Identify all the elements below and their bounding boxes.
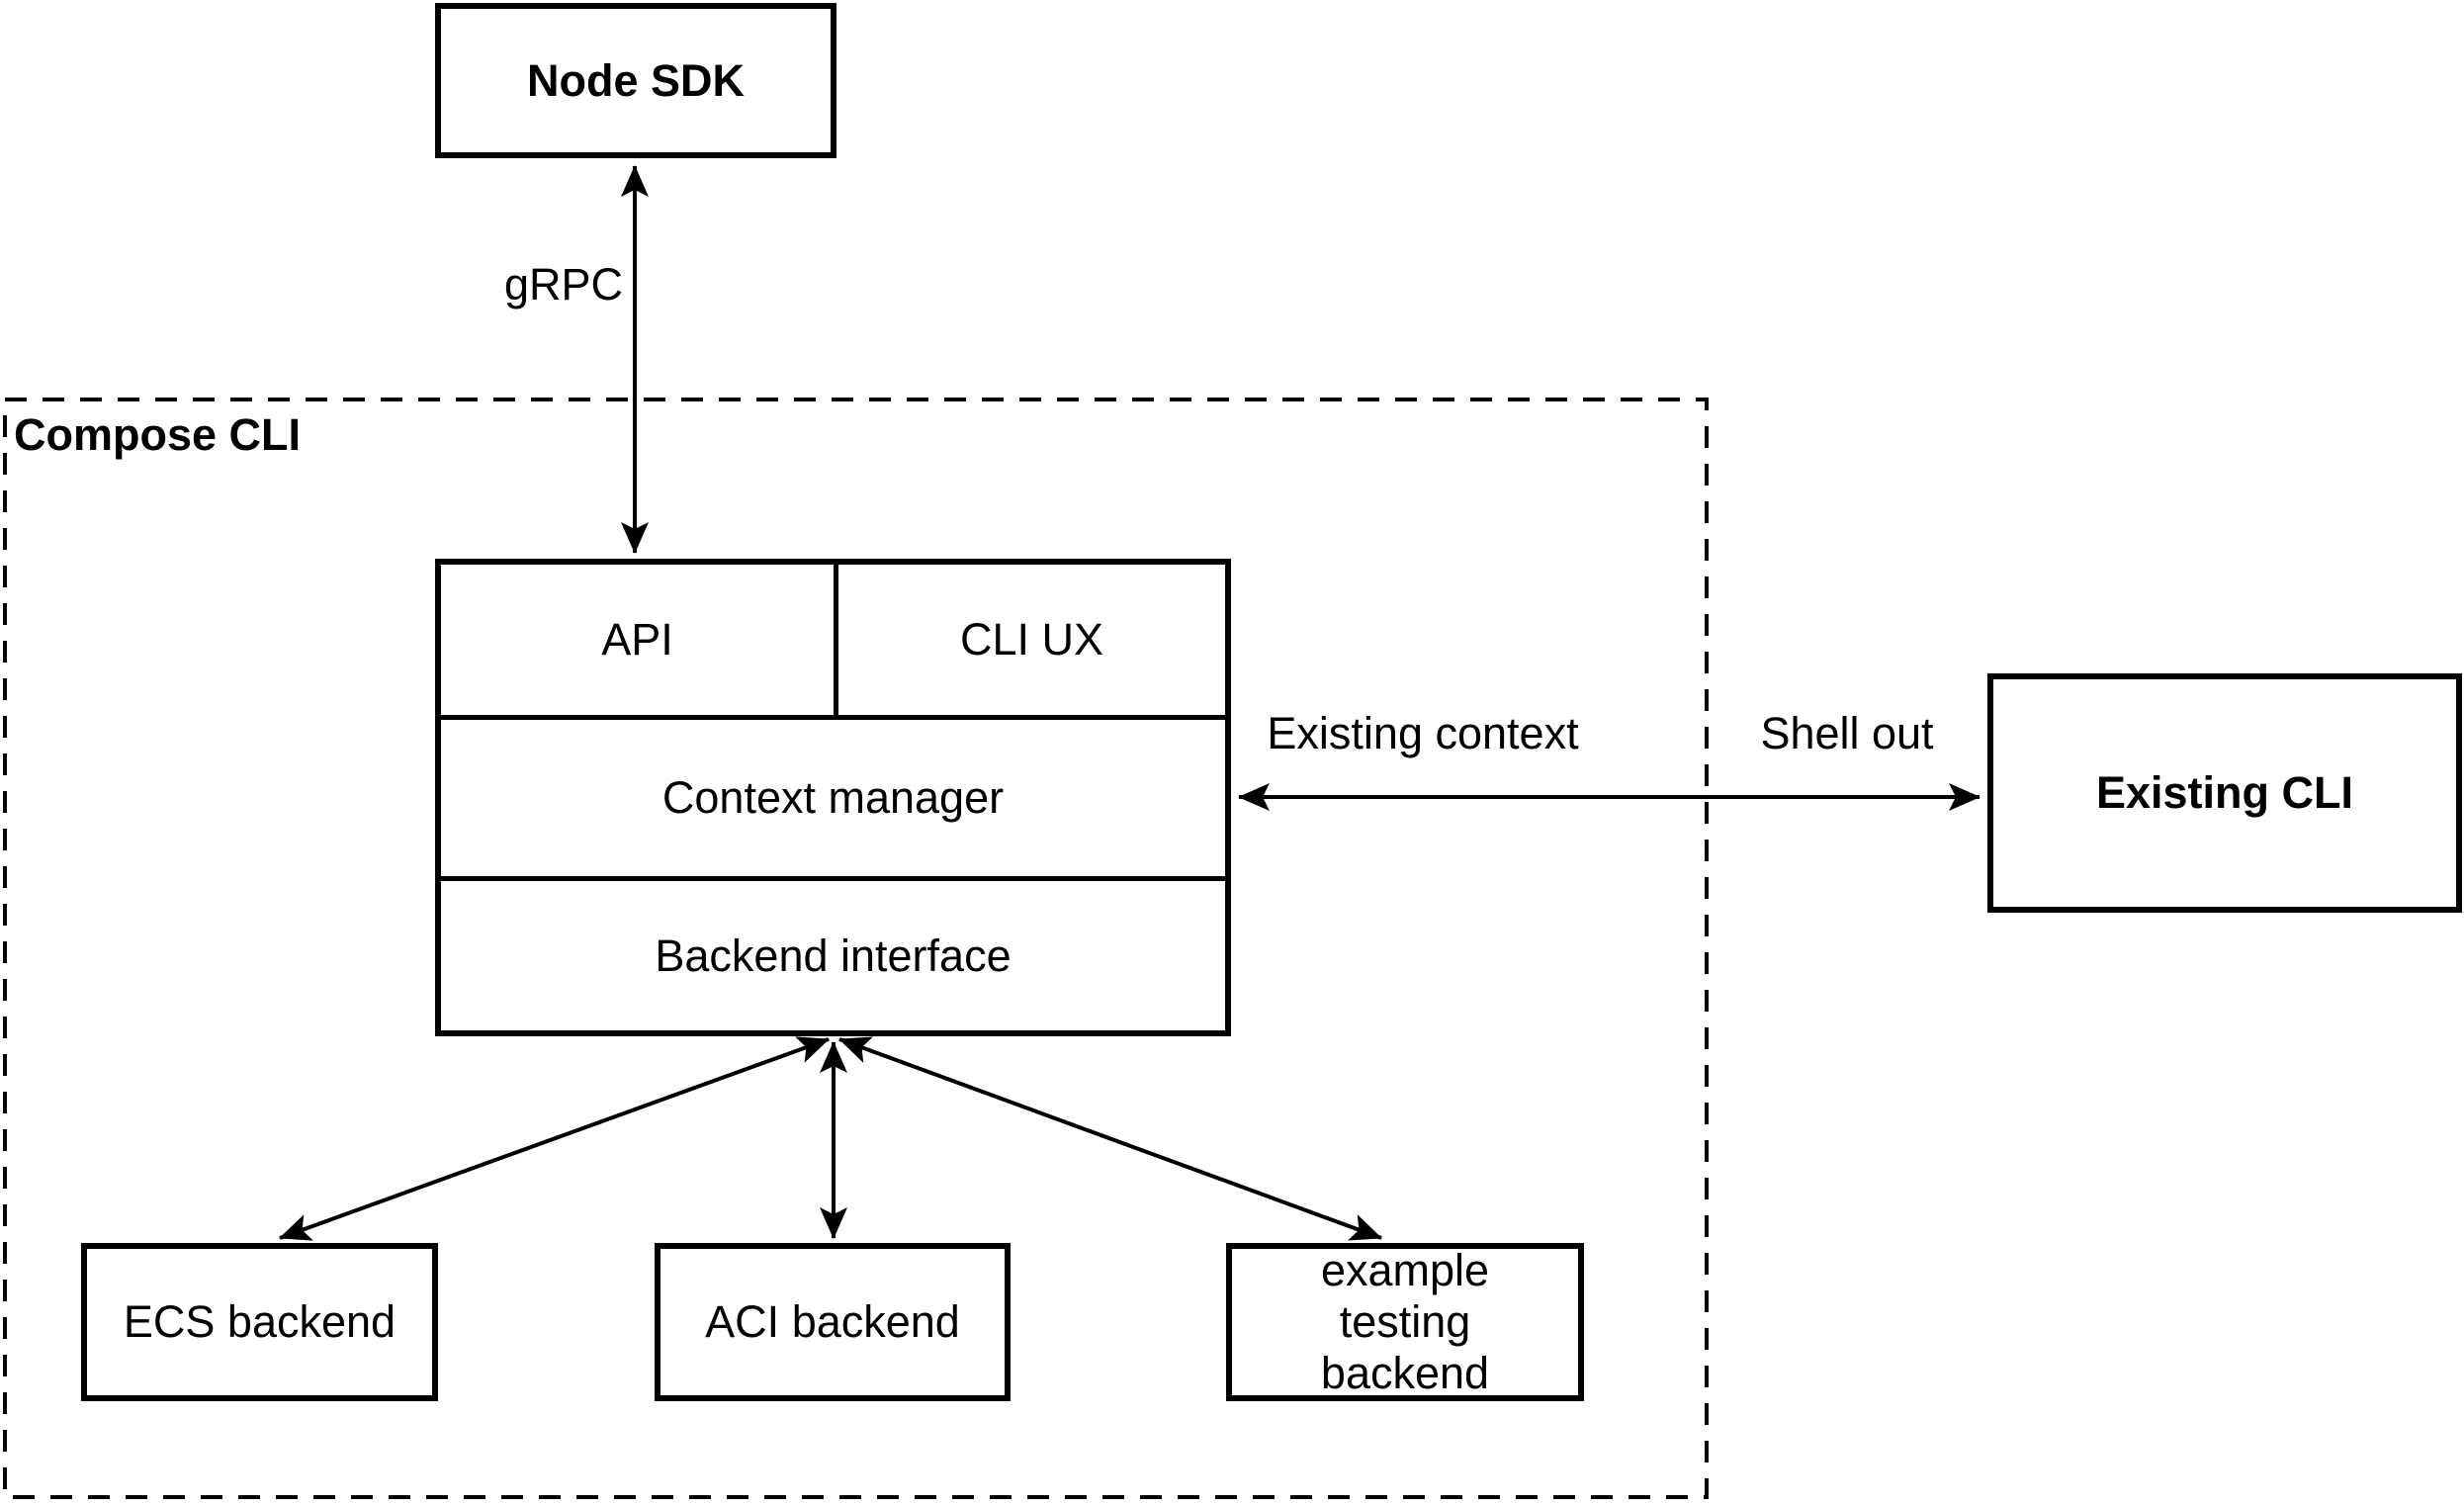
ecs-backend-box: ECS backend [81, 1243, 438, 1401]
stack-top-row: API CLI UX [441, 565, 1225, 715]
example-testing-backend-box: example testing backend [1226, 1243, 1584, 1401]
api-box: API [441, 565, 838, 715]
backend-interface-box: Backend interface [441, 876, 1225, 1030]
cli-ux-label: CLI UX [959, 614, 1104, 665]
example-backend-arrow [838, 1036, 1382, 1241]
aci-backend-label: ACI backend [705, 1296, 960, 1348]
compose-cli-label: Compose CLI [14, 409, 302, 460]
backend-interface-label: Backend interface [655, 930, 1012, 981]
existing-cli-label: Existing CLI [2095, 767, 2354, 819]
context-manager-label: Context manager [661, 772, 1005, 823]
aci-backend-box: ACI backend [655, 1243, 1011, 1401]
compose-cli-boundary [3, 398, 1709, 1499]
ecs-backend-label: ECS backend [123, 1296, 396, 1348]
grpc-edge-label: gRPC [503, 259, 623, 310]
context-manager-box: Context manager [441, 715, 1225, 876]
shell-out-edge-label: Shell out [1760, 708, 1934, 758]
existing-cli-box: Existing CLI [1987, 673, 2462, 913]
ecs-backend-arrow [279, 1036, 830, 1241]
node-sdk-label: Node SDK [526, 54, 745, 106]
node-sdk-box: Node SDK [435, 3, 836, 158]
compose-cli-stack: API CLI UX Context manager Backend inter… [435, 559, 1231, 1036]
api-label: API [601, 614, 673, 665]
example-testing-backend-label: example testing backend [1320, 1245, 1490, 1398]
existing-context-edge-label: Existing context [1267, 708, 1579, 758]
cli-ux-box: CLI UX [838, 565, 1225, 715]
